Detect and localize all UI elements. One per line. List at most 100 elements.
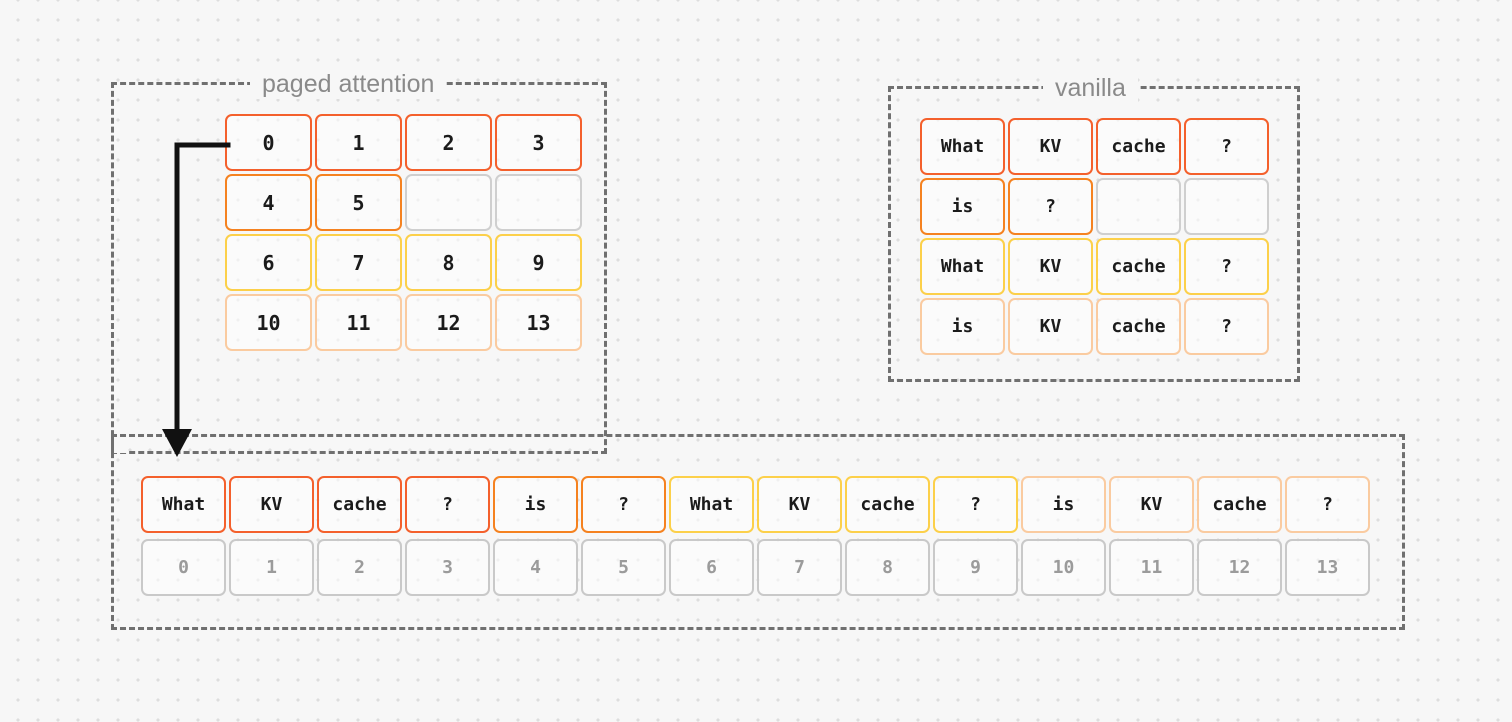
physical-token-cell[interactable]: What bbox=[141, 476, 226, 533]
physical-index-cell[interactable]: 0 bbox=[141, 539, 226, 596]
physical-index-cell-label: 13 bbox=[1316, 557, 1339, 578]
paged-block-cell-label: 3 bbox=[532, 130, 545, 155]
vanilla-token-cell-label: ? bbox=[1045, 196, 1056, 217]
physical-token-cell-label: cache bbox=[860, 494, 915, 515]
paged-block-cell-label: 6 bbox=[262, 250, 275, 275]
physical-index-cell-label: 9 bbox=[970, 557, 981, 578]
vanilla-panel: vanilla bbox=[888, 73, 1300, 382]
physical-token-cell-label: What bbox=[689, 494, 734, 515]
physical-index-cell[interactable]: 13 bbox=[1285, 539, 1370, 596]
paged-block-cell-label: 1 bbox=[352, 130, 365, 155]
vanilla-token-cell[interactable]: cache bbox=[1096, 118, 1181, 175]
paged-block-cell[interactable]: 3 bbox=[495, 114, 582, 171]
paged-block-cell-label: 8 bbox=[442, 250, 455, 275]
vanilla-token-cell[interactable]: KV bbox=[1008, 298, 1093, 355]
vanilla-token-cell[interactable]: KV bbox=[1008, 118, 1093, 175]
vanilla-token-cell-label: is bbox=[951, 316, 974, 337]
paged-block-cell[interactable]: 1 bbox=[315, 114, 402, 171]
physical-token-cell[interactable]: is bbox=[493, 476, 578, 533]
physical-index-cell-label: 2 bbox=[354, 557, 365, 578]
vanilla-token-cell[interactable]: KV bbox=[1008, 238, 1093, 295]
physical-token-cell-label: KV bbox=[260, 494, 283, 515]
physical-token-cell[interactable]: KV bbox=[1109, 476, 1194, 533]
physical-token-cell[interactable]: ? bbox=[1285, 476, 1370, 533]
vanilla-token-cell[interactable]: cache bbox=[1096, 298, 1181, 355]
physical-index-cell[interactable]: 6 bbox=[669, 539, 754, 596]
physical-memory-panel bbox=[111, 434, 1405, 630]
paged-block-cell[interactable]: 6 bbox=[225, 234, 312, 291]
physical-token-cell[interactable]: ? bbox=[405, 476, 490, 533]
physical-token-cell-label: ? bbox=[442, 494, 453, 515]
physical-token-cell-label: ? bbox=[970, 494, 981, 515]
physical-token-cell[interactable]: ? bbox=[933, 476, 1018, 533]
physical-token-cell[interactable]: KV bbox=[229, 476, 314, 533]
vanilla-token-cell[interactable]: ? bbox=[1008, 178, 1093, 235]
paged-block-cell[interactable]: 13 bbox=[495, 294, 582, 351]
physical-token-cell-label: KV bbox=[788, 494, 811, 515]
paged-block-cell-label: 12 bbox=[436, 310, 461, 335]
physical-token-cell[interactable]: cache bbox=[1197, 476, 1282, 533]
physical-index-cell-label: 1 bbox=[266, 557, 277, 578]
paged-block-cell[interactable]: 9 bbox=[495, 234, 582, 291]
physical-index-cell[interactable]: 11 bbox=[1109, 539, 1194, 596]
paged-block-cell[interactable]: 10 bbox=[225, 294, 312, 351]
physical-token-cell-label: What bbox=[161, 494, 206, 515]
physical-index-cell[interactable]: 12 bbox=[1197, 539, 1282, 596]
paged-block-cell[interactable]: 0 bbox=[225, 114, 312, 171]
physical-index-cell-label: 6 bbox=[706, 557, 717, 578]
paged-block-cell-empty[interactable] bbox=[495, 174, 582, 231]
physical-token-cell[interactable]: cache bbox=[845, 476, 930, 533]
vanilla-token-cell-label: What bbox=[940, 136, 985, 157]
vanilla-token-cell[interactable]: is bbox=[920, 298, 1005, 355]
paged-block-cell-label: 4 bbox=[262, 190, 275, 215]
paged-block-cell[interactable]: 2 bbox=[405, 114, 492, 171]
physical-index-cell-label: 8 bbox=[882, 557, 893, 578]
physical-token-cell[interactable]: What bbox=[669, 476, 754, 533]
vanilla-token-cell[interactable]: cache bbox=[1096, 238, 1181, 295]
vanilla-token-cell-label: is bbox=[951, 196, 974, 217]
paged-block-cell[interactable]: 4 bbox=[225, 174, 312, 231]
physical-index-cell[interactable]: 3 bbox=[405, 539, 490, 596]
vanilla-token-cell-label: cache bbox=[1111, 136, 1166, 157]
vanilla-token-cell-empty[interactable] bbox=[1096, 178, 1181, 235]
physical-token-cell-label: ? bbox=[618, 494, 629, 515]
vanilla-token-cell[interactable]: What bbox=[920, 118, 1005, 175]
physical-token-cell-label: KV bbox=[1140, 494, 1163, 515]
physical-index-cell[interactable]: 8 bbox=[845, 539, 930, 596]
vanilla-token-cell[interactable]: ? bbox=[1184, 298, 1269, 355]
paged-block-cell-empty[interactable] bbox=[405, 174, 492, 231]
vanilla-token-cell-label: ? bbox=[1221, 136, 1232, 157]
corner-mask-top bbox=[114, 437, 604, 451]
physical-token-cell[interactable]: ? bbox=[581, 476, 666, 533]
paged-block-cell[interactable]: 8 bbox=[405, 234, 492, 291]
vanilla-token-cell-label: ? bbox=[1221, 256, 1232, 277]
vanilla-token-cell-empty[interactable] bbox=[1184, 178, 1269, 235]
physical-index-cell[interactable]: 7 bbox=[757, 539, 842, 596]
physical-index-cell[interactable]: 10 bbox=[1021, 539, 1106, 596]
physical-token-cell-label: is bbox=[1052, 494, 1075, 515]
physical-index-cell-label: 7 bbox=[794, 557, 805, 578]
paged-block-cell[interactable]: 11 bbox=[315, 294, 402, 351]
physical-index-cell[interactable]: 2 bbox=[317, 539, 402, 596]
physical-index-cell[interactable]: 1 bbox=[229, 539, 314, 596]
paged-block-cell[interactable]: 12 bbox=[405, 294, 492, 351]
physical-index-cell[interactable]: 5 bbox=[581, 539, 666, 596]
paged-block-cell[interactable]: 5 bbox=[315, 174, 402, 231]
vanilla-token-cell-label: KV bbox=[1039, 256, 1062, 277]
vanilla-token-cell[interactable]: What bbox=[920, 238, 1005, 295]
physical-token-cell[interactable]: KV bbox=[757, 476, 842, 533]
physical-index-cell[interactable]: 9 bbox=[933, 539, 1018, 596]
paged-block-cell[interactable]: 7 bbox=[315, 234, 402, 291]
physical-index-cell[interactable]: 4 bbox=[493, 539, 578, 596]
physical-token-cell[interactable]: is bbox=[1021, 476, 1106, 533]
vanilla-token-cell[interactable]: is bbox=[920, 178, 1005, 235]
physical-token-cell[interactable]: cache bbox=[317, 476, 402, 533]
vanilla-token-cell[interactable]: ? bbox=[1184, 238, 1269, 295]
vanilla-token-cell-label: KV bbox=[1039, 316, 1062, 337]
paged-block-cell-label: 13 bbox=[526, 310, 551, 335]
paged-attention-panel: paged attention bbox=[111, 69, 607, 454]
vanilla-token-cell[interactable]: ? bbox=[1184, 118, 1269, 175]
